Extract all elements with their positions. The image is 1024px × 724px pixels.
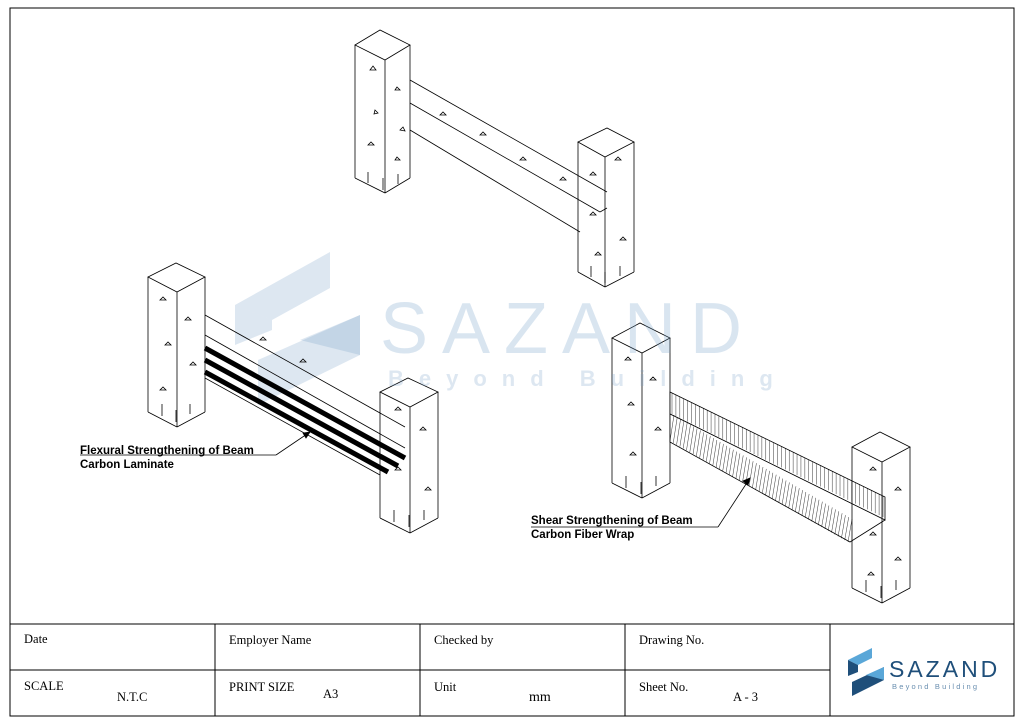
flexural-callout: Flexural Strengthening of Beam Carbon La… [80, 444, 254, 472]
employer-name-label: Employer Name [229, 633, 312, 647]
flexural-leader-line [80, 431, 311, 456]
date-label: Date [24, 632, 48, 646]
unit-label: Unit [434, 680, 457, 694]
shear-callout-line-1: Shear Strengthening of Beam [531, 515, 693, 527]
title-block [10, 623, 1014, 716]
checked-by-label: Checked by [434, 633, 494, 647]
sheet-no-label: Sheet No. [639, 680, 689, 694]
shear-leader-line [531, 477, 751, 528]
unit-value: mm [529, 690, 551, 705]
sazand-s-logo-icon [848, 648, 884, 696]
scale-value: N.T.C [117, 690, 148, 704]
watermark-brand-name: SAZAND [380, 289, 757, 369]
sheet-border [9, 7, 1015, 717]
shear-callout-line-2: Carbon Fiber Wrap [531, 529, 635, 541]
print-size-value: A3 [323, 687, 339, 701]
watermark-tagline: Beyond Building [388, 366, 788, 391]
flexural-beam-assembly [147, 262, 439, 534]
logo-brand-name: SAZAND [889, 656, 1001, 682]
sheet-no-value: A - 3 [733, 690, 758, 704]
shear-callout: Shear Strengthening of Beam Carbon Fiber… [531, 514, 693, 542]
watermark-s-icon [235, 252, 360, 405]
flexural-callout-line-2: Carbon Laminate [80, 459, 174, 471]
flexural-callout-line-1: Flexural Strengthening of Beam [80, 445, 254, 457]
print-size-label: PRINT SIZE [229, 680, 295, 694]
plain-beam-assembly [354, 29, 635, 288]
scale-label: SCALE [24, 679, 64, 693]
logo-tagline: Beyond Building [892, 682, 980, 691]
drawing-no-label: Drawing No. [639, 633, 705, 647]
carbon-laminate-strips [203, 345, 407, 475]
